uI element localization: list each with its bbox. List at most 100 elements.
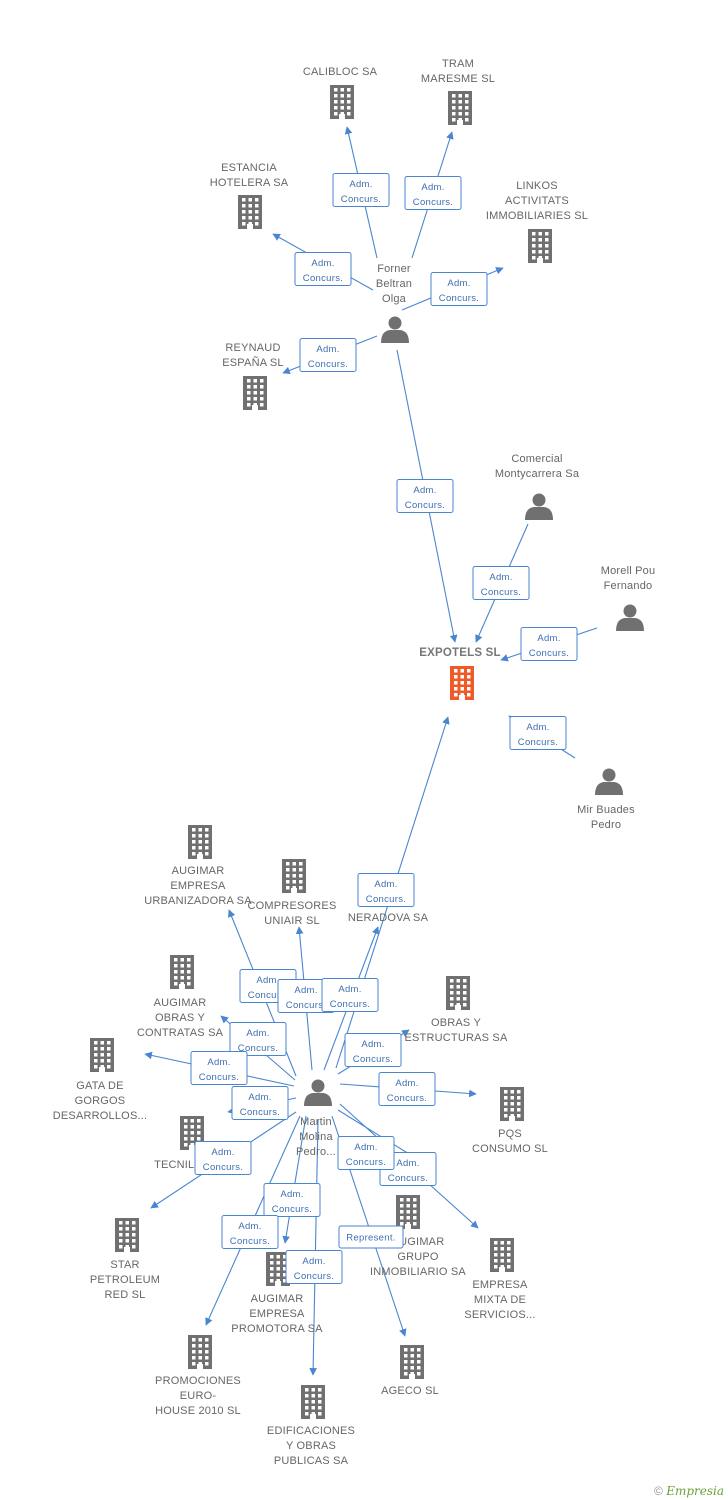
person-icon [381,316,409,343]
node-label: EMPRESA [249,1308,305,1320]
relation-text: Adm. [395,1078,418,1089]
building-icon [448,91,472,125]
relation-label-martin_gata[interactable]: Adm.Concurs. [190,1051,248,1085]
node-label: EXPOTELS SL [419,647,500,659]
node-label: PUBLICAS SA [274,1455,349,1467]
node-label: RED SL [105,1289,146,1301]
relation-label-martin_augimar_obras[interactable]: Adm.Concurs. [229,1022,287,1056]
node-label: Beltran [376,278,412,290]
relation-text: Adm. [413,485,436,496]
node-label: HOTELERA SA [210,177,289,189]
building-icon [188,825,212,859]
footer-brand[interactable]: © Empresia [654,1484,724,1498]
copyright-symbol: © [654,1484,663,1498]
relation-text: Concurs. [286,1000,326,1011]
relation-text: Concurs. [439,293,479,304]
relation-label-martin_pqs[interactable]: Adm.Concurs. [378,1072,436,1106]
node-label: Comercial [511,453,562,465]
node-label: AUGIMAR [154,997,207,1009]
relation-text: Concurs. [388,1173,428,1184]
relation-label-forner_expotels[interactable]: Adm.Concurs. [396,479,454,513]
building-icon [396,1195,420,1229]
node-label: TECNILA [154,1159,202,1171]
relation-label-martin_promociones[interactable]: Adm.Concurs. [221,1215,279,1249]
node-label: Forner [377,263,411,275]
relation-text: Adm. [537,633,560,644]
relation-label-martin_tecnila[interactable]: Adm.Concurs. [194,1141,252,1175]
relation-label-martin_edificaciones[interactable]: Adm.Concurs. [285,1250,343,1284]
relation-text: Adm. [447,278,470,289]
relation-label-forner_calibloc[interactable]: Adm.Concurs. [332,173,390,207]
relation-text: Concurs. [248,990,288,1001]
node-martin[interactable]: MartinMolinaPedro... [296,1079,336,1159]
node-label: ESTRUCTURAS SA [404,1032,507,1044]
relation-text: Concurs. [346,1157,386,1168]
node-label: MARESME SL [421,73,495,85]
node-label: Pedro [591,819,621,831]
relation-label-comercial_expotels[interactable]: Adm.Concurs. [472,566,530,600]
building-icon [528,229,552,263]
node-label: OBRAS Y [431,1017,482,1029]
relation-label-martin_neradova[interactable]: Adm.Concurs. [321,978,379,1012]
node-gata[interactable]: GATA DEGORGOSDESARROLLOS... [53,1038,148,1122]
relation-label-morell_expotels[interactable]: Adm. Concurs. [520,627,578,661]
building-icon [115,1218,139,1252]
edges-layer [144,126,598,1376]
relation-label-martin_expotels[interactable]: Adm.Concurs. [357,873,415,907]
edge-martin_edificaciones [309,1119,319,1376]
relation-text: Adm. [211,1147,234,1158]
relation-label-forner_estancia[interactable]: Adm. Concurs. [294,252,352,286]
node-ageco[interactable]: AGECO SL [381,1345,439,1397]
relation-text: Adm. [302,1256,325,1267]
relation-text: Adm. [489,572,512,583]
relation-label-forner_reynaud[interactable]: Adm.Concurs. [299,338,357,372]
node-label: Pedro... [296,1146,336,1158]
relation-label-forner_tram[interactable]: Adm.Concurs. [404,176,462,210]
relation-text: Concurs. [529,648,569,659]
relation-label-martin_compresores[interactable]: Adm.Concurs. [277,979,335,1013]
relation-text: Concurs. [303,273,343,284]
node-expotels[interactable]: EXPOTELS SL [419,647,501,700]
relation-text: Adm. [280,1189,303,1200]
node-label: GRUPO [397,1251,439,1263]
node-label: Olga [382,293,407,305]
relation-text: Adm. [311,258,334,269]
building-icon [301,1385,325,1419]
brand-name: Empresia [666,1484,724,1498]
relation-label-martin_ageco[interactable]: Represent. [338,1225,404,1249]
node-obras_estr[interactable]: OBRAS Y ESTRUCTURAS SA [404,976,508,1044]
relation-label-forner_linkos[interactable]: Adm. Concurs. [430,272,488,306]
relation-label-martin_augimar_prom[interactable]: Adm.Concurs. [263,1183,321,1217]
building-icon [243,376,267,410]
relation-text: Concurs. [230,1236,270,1247]
relation-label-martin_obras_estr[interactable]: Adm.Concurs. [344,1033,402,1067]
relation-text: Concurs. [240,1107,280,1118]
relation-label-martin_empresa_mixta[interactable]: Adm.Concurs. [337,1136,395,1170]
relation-label-mir_expotels[interactable]: Adm.Concurs. [509,716,567,750]
relation-text: Concurs. [330,999,370,1010]
node-label: PQS [498,1128,522,1140]
relation-text: Adm. [256,975,279,986]
node-label: REYNAUD [225,342,280,354]
relation-label-martin_star[interactable]: Adm.Concurs. [231,1086,289,1120]
building-icon [490,1238,514,1272]
node-label: EMPRESA [472,1279,528,1291]
node-calibloc[interactable]: CALIBLOC SA [303,66,378,119]
